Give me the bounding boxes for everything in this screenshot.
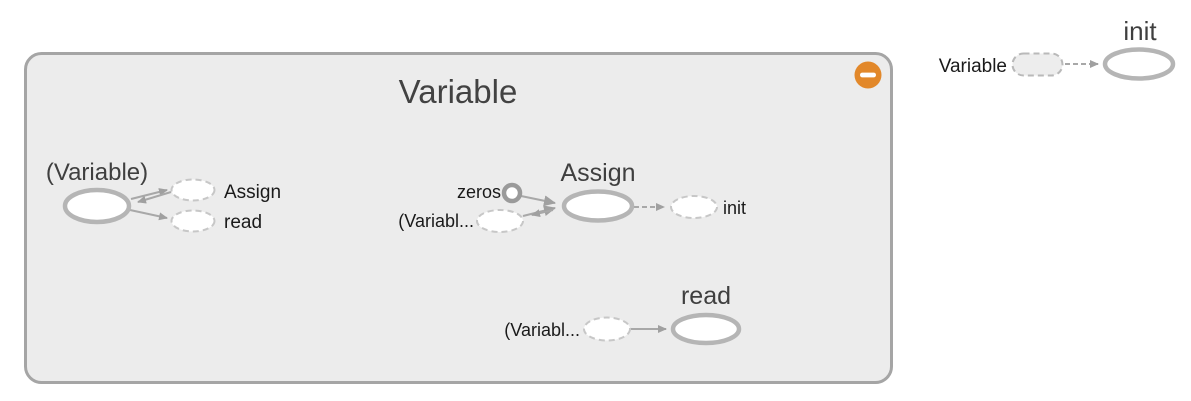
assign-annotation-label: Assign bbox=[224, 182, 281, 203]
assign-input-variable-label: (Variabl... bbox=[398, 211, 474, 231]
collapse-button[interactable] bbox=[854, 61, 882, 89]
read-op-cluster: read (Variabl... bbox=[504, 282, 742, 346]
read-op-title: read bbox=[681, 282, 731, 310]
variable-op-cluster: (Variable) Assign read bbox=[46, 159, 281, 233]
edge-variable-to-read-annot bbox=[129, 209, 168, 221]
edge-variable-to-assign-annot bbox=[130, 188, 168, 200]
variable-collapsed-node[interactable] bbox=[1011, 52, 1064, 77]
init-op-cluster: init Variable bbox=[939, 16, 1176, 81]
zeros-const-node[interactable] bbox=[501, 182, 523, 204]
variable-collapsed-label: Variable bbox=[939, 56, 1007, 77]
init-op-title: init bbox=[1123, 16, 1157, 46]
assign-annotation-node[interactable] bbox=[170, 178, 216, 202]
variable-group-box[interactable] bbox=[24, 52, 893, 384]
assign-op-cluster: Assign zeros (Variabl... init bbox=[398, 159, 746, 233]
variable-group-node[interactable]: Variable bbox=[24, 52, 893, 384]
variable-op-node[interactable] bbox=[62, 187, 132, 225]
edge-assign-annot-to-variable bbox=[137, 191, 172, 204]
read-input-variable-node[interactable] bbox=[583, 316, 631, 342]
variable-group-title: Variable bbox=[399, 73, 518, 110]
assign-input-variable-node[interactable] bbox=[476, 209, 524, 233]
edge-assign-to-variable-ref bbox=[531, 209, 554, 218]
minus-icon bbox=[860, 72, 876, 78]
assign-op-title: Assign bbox=[560, 159, 635, 187]
zeros-label: zeros bbox=[457, 182, 501, 202]
init-op-node[interactable] bbox=[1102, 47, 1176, 81]
edge-zeros-to-assign bbox=[520, 195, 556, 207]
variable-op-title: (Variable) bbox=[46, 159, 148, 186]
assign-op-node[interactable] bbox=[561, 189, 635, 223]
read-input-variable-label: (Variabl... bbox=[504, 320, 580, 340]
read-annotation-node[interactable] bbox=[170, 209, 216, 233]
read-annotation-label: read bbox=[224, 212, 262, 233]
init-annotation-node[interactable] bbox=[670, 195, 718, 219]
init-annotation-label: init bbox=[723, 198, 746, 218]
read-op-node[interactable] bbox=[670, 312, 742, 346]
